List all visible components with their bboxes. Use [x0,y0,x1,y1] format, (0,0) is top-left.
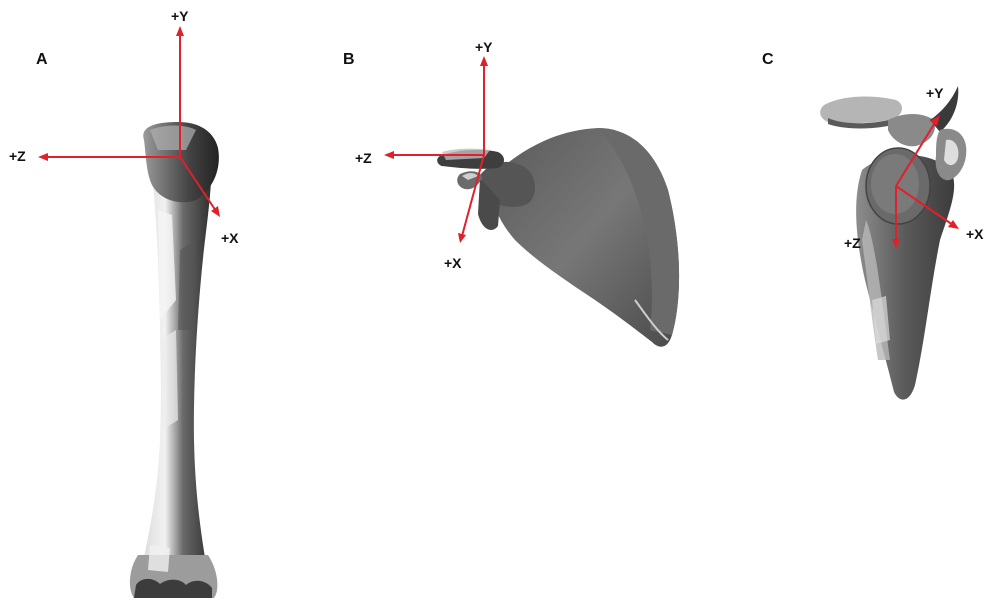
scapula-c-bone [820,86,966,400]
scapula-lateral-figure [330,0,690,605]
axis-label-x: +X [221,231,239,245]
panel-letter-b: B [343,52,355,68]
humerus-bone [130,122,219,598]
z-axis-arrowhead [38,153,48,161]
x-axis-arrowhead [948,220,959,229]
y-axis-arrowhead [480,56,488,66]
x-axis-arrowhead [458,233,466,243]
panel-c: C +Y +Z +X [690,0,987,605]
axis-label-z: +Z [9,149,26,163]
x-axis-arrowhead [211,206,220,217]
y-axis-arrowhead [176,26,184,36]
axis-label-y: +Y [171,9,189,23]
panel-b: B +Y +Z +X [330,0,690,605]
axis-label-y: +Y [926,86,944,100]
axis-label-z: +Z [355,151,372,165]
humerus-figure [0,0,330,605]
scapula-bone [437,128,679,347]
panel-letter-c: C [762,52,774,68]
axis-label-z: +Z [844,236,861,250]
panel-letter-a: A [36,52,48,68]
axis-label-y: +Y [475,40,493,54]
panel-a: A +Y +Z +X [0,0,330,605]
z-axis-arrowhead [384,151,394,159]
axis-label-x: +X [444,256,462,270]
axis-label-x: +X [966,227,984,241]
